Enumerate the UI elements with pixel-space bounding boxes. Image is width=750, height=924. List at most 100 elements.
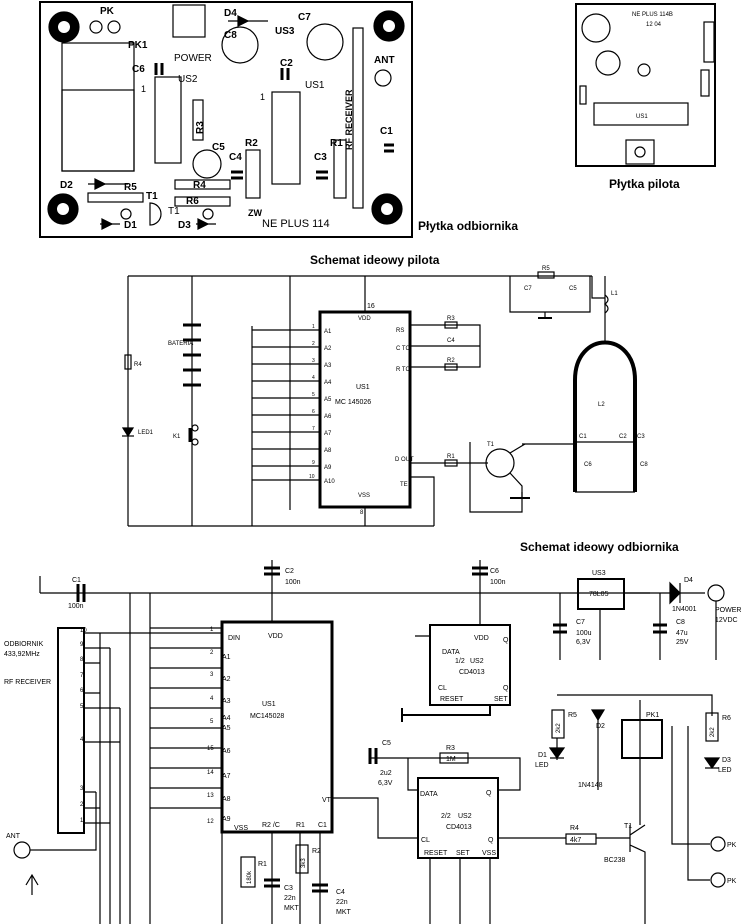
- rx-addr-pin: 1: [210, 627, 214, 633]
- pcb-label-c2: C2: [280, 58, 293, 69]
- rx-label-pk-a: PK: [727, 842, 737, 849]
- rx-label-vss: VSS: [234, 825, 248, 832]
- rx-label-c3: C3: [284, 885, 293, 892]
- rx-label-c7: C7: [576, 619, 585, 626]
- pcb-label-c1: C1: [380, 126, 393, 137]
- pcb-label-pin1b: 1: [260, 92, 265, 102]
- rx-label-us2a-v: CD4013: [459, 669, 485, 676]
- pcb-label-c4: C4: [229, 152, 242, 163]
- rx-label-r3v: 1M: [446, 756, 456, 763]
- rx-label-us2b: US2: [458, 813, 472, 820]
- rx-label-c5v: 2u2: [380, 770, 392, 777]
- remote-pcb-code: 12 04: [646, 22, 662, 28]
- rx-label-c8: C8: [676, 619, 685, 626]
- rx-label-r4v: 4k7: [570, 837, 581, 844]
- rx-label-data-a: DATA: [442, 649, 460, 656]
- pcb-label-us2: US2: [178, 74, 198, 85]
- rx-addr-a3: A3: [222, 698, 231, 705]
- rx-label-set-b: SET: [456, 850, 470, 857]
- rx-label-qbar-a: Q: [503, 637, 509, 644]
- remote-addr-pin: 3: [312, 358, 315, 364]
- pcb-label-ant: ANT: [374, 55, 395, 66]
- rx-label-d1: D1: [538, 752, 547, 759]
- remote-label-pin16: 16: [367, 303, 375, 310]
- rx-module-pin: 5: [80, 704, 84, 710]
- pcb-label-c5: C5: [212, 142, 225, 153]
- rx-label-d4: D4: [684, 577, 693, 584]
- remote-label-c2: C2: [619, 434, 627, 440]
- remote-schematic-title: Schemat ideowy pilota: [310, 253, 440, 267]
- pcb-label-d2: D2: [60, 180, 73, 191]
- rx-label-c2v: 100n: [285, 579, 301, 586]
- receiver-pcb-caption: Płytka odbiornika: [418, 219, 518, 233]
- rx-label-rf-receiver: RF RECEIVER: [4, 679, 51, 686]
- remote-addr-a9: A9: [324, 465, 332, 471]
- rx-label-pk-b: PK: [727, 878, 737, 885]
- remote-label-pin8: 8: [360, 510, 364, 516]
- rx-addr-a7: A7: [222, 773, 231, 780]
- remote-label-t1: T1: [487, 442, 495, 448]
- pcb-label-power: POWER: [174, 53, 212, 64]
- rx-addr-pin: 13: [207, 793, 214, 799]
- rx-label-c7v: 100u: [576, 630, 592, 637]
- rx-label-c1: C1: [72, 577, 81, 584]
- remote-addr-pin: 5: [312, 392, 315, 398]
- rx-label-vt: VT: [322, 797, 332, 804]
- rx-addr-a4: A4: [222, 715, 231, 722]
- rx-label-powerv: 12VDC: [715, 617, 738, 624]
- remote-addr-pin: 2: [312, 341, 315, 347]
- rx-label-c3v2: MKT: [284, 905, 300, 912]
- pcb-label-us1: US1: [305, 80, 325, 91]
- rx-label-us3: US3: [592, 570, 606, 577]
- pcb-label-zw: ZW: [248, 208, 262, 218]
- remote-addr-a4: A4: [324, 380, 332, 386]
- rx-label-r5: R5: [568, 712, 577, 719]
- rx-addr-a2: A2: [222, 676, 231, 683]
- remote-label-c3: C3: [637, 434, 645, 440]
- pcb-label-r3: R3: [195, 121, 206, 134]
- rx-addr-pin: 5: [210, 719, 214, 725]
- remote-label-vdd: VDD: [358, 316, 371, 322]
- remote-label-rs: RS: [396, 328, 404, 334]
- remote-label-te: TE: [400, 482, 408, 488]
- remote-addr-a1: A1: [324, 329, 332, 335]
- rx-module-pin: 3: [80, 786, 84, 792]
- remote-label-l1: L1: [611, 291, 618, 297]
- rx-label-c8v2: 25V: [676, 639, 689, 646]
- rx-label-q-a: Q: [503, 685, 509, 692]
- rx-label-d1v: LED: [535, 762, 549, 769]
- pcb-label-t1: T1: [146, 191, 158, 202]
- rx-label-us2a: US2: [470, 658, 484, 665]
- rx-label-c4v: 22n: [336, 899, 348, 906]
- rx-label-c1v: 100n: [68, 603, 84, 610]
- pcb-label-t1b: T1: [168, 206, 180, 217]
- remote-label-ctc: C TC: [396, 346, 411, 352]
- rx-label-r6v: 2k2: [710, 727, 716, 737]
- rx-label-din: DIN: [228, 635, 240, 642]
- rx-label-ant: ANT: [6, 833, 21, 840]
- pcb-label-r6: R6: [186, 196, 199, 207]
- remote-label-r2: R2: [447, 358, 455, 364]
- rx-address-labels: A1 A2 A3 A4 A5 A6 A7 A8 A9 1 2 3 4 5 15 …: [207, 627, 231, 825]
- rx-label-d3: D3: [722, 757, 731, 764]
- rx-module-pin: 6: [80, 688, 84, 694]
- remote-label-dout: D OUT: [395, 457, 414, 463]
- mounting-hole-icon: [47, 193, 79, 225]
- rx-label-vdd: VDD: [268, 633, 283, 640]
- rx-label-q-b: Q: [488, 837, 494, 844]
- rx-module-pin: 7: [80, 673, 84, 679]
- mounting-hole-icon: [48, 11, 80, 43]
- rx-addr-a6: A6: [222, 748, 231, 755]
- rx-label-c3v: 22n: [284, 895, 296, 902]
- rx-label-c5: C5: [382, 740, 391, 747]
- rx-addr-pin: 14: [207, 770, 214, 776]
- remote-addr-a7: A7: [324, 431, 332, 437]
- rx-label-freq: 433,92MHz: [4, 651, 40, 658]
- rx-label-cl-a: CL: [438, 685, 447, 692]
- rx-label-rc: R2 /C: [262, 822, 280, 829]
- pcb-label-pk1: PK1: [128, 40, 148, 51]
- rx-addr-a5: A5: [222, 725, 231, 732]
- rx-label-t1: T1: [624, 823, 632, 830]
- rx-label-data-b: DATA: [420, 791, 438, 798]
